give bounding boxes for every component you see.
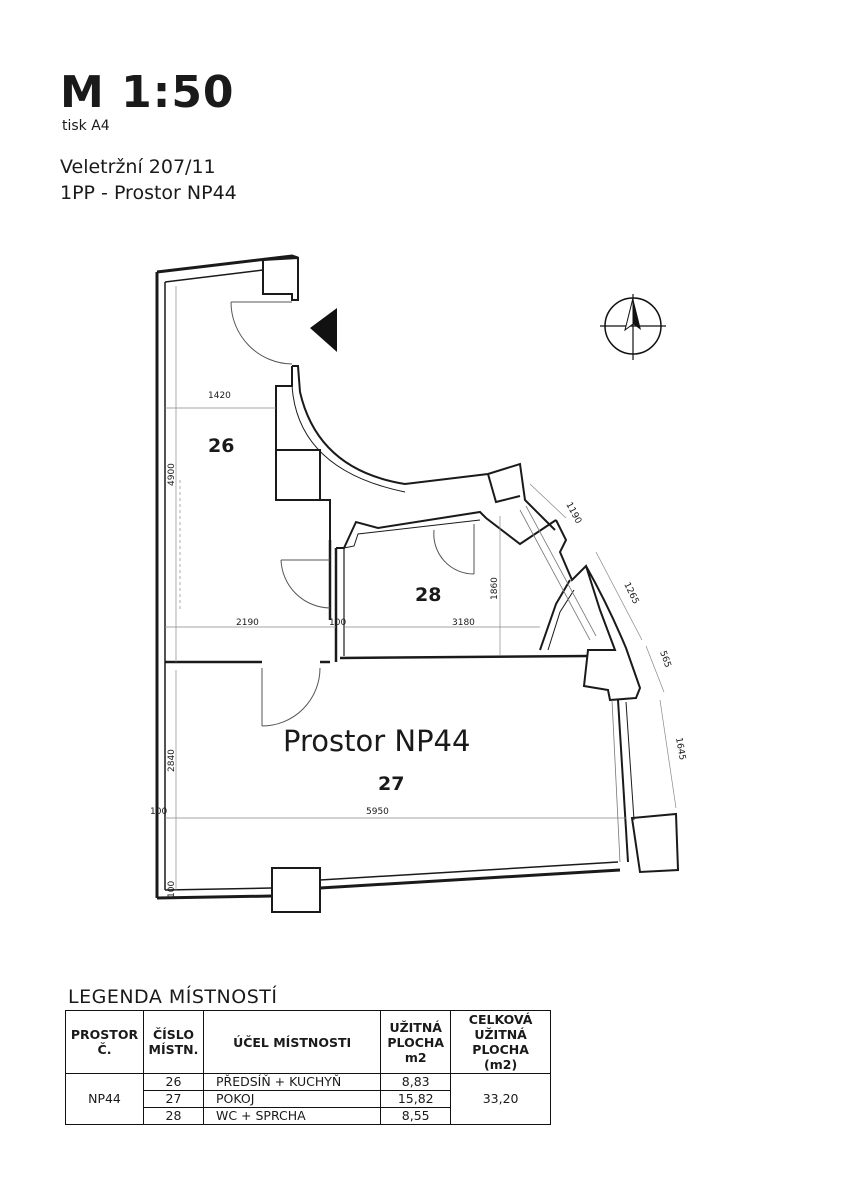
legend-title: LEGENDA MÍSTNOSTÍ <box>68 986 278 1008</box>
column-top <box>262 256 299 301</box>
header-purpose: ÚČEL MÍSTNOSTI <box>202 1010 382 1074</box>
windows <box>519 505 621 863</box>
area-cell: 15,82 <box>380 1090 452 1108</box>
dim-100-c: 100 <box>167 881 177 898</box>
room-cell: 28 <box>142 1107 204 1125</box>
dim-1860: 1860 <box>490 577 500 600</box>
area-cell: 8,55 <box>380 1107 452 1125</box>
column-bottom <box>271 867 321 913</box>
total-area-cell: 33,20 <box>450 1073 551 1125</box>
legend-table: PROSTOR Č. ČÍSLO MÍSTN. ÚČEL MÍSTNOSTI U… <box>65 1010 551 1125</box>
partition-wall <box>336 510 557 549</box>
header-room-no: ČÍSLO MÍSTN. <box>142 1010 204 1074</box>
header-space-no: PROSTOR Č. <box>65 1010 144 1074</box>
dim-100-a: 100 <box>329 618 346 628</box>
walls <box>155 254 635 900</box>
dim-1190: 1190 <box>563 501 583 526</box>
table-row: 28 WC + SPRCHA 8,55 <box>66 1107 551 1125</box>
table-row: 27 POKOJ 15,82 <box>66 1090 551 1108</box>
legend-header-row: PROSTOR Č. ČÍSLO MÍSTN. ÚČEL MÍSTNOSTI U… <box>65 1010 551 1074</box>
purpose-cell: PŘEDSÍŇ + KUCHYŇ <box>202 1073 382 1091</box>
area-cell: 8,83 <box>380 1073 452 1091</box>
dim-2840: 2840 <box>167 749 177 772</box>
room-cell: 27 <box>142 1090 204 1108</box>
dimension-labels: 1420 4900 2190 100 1860 3180 1190 1265 5… <box>150 391 687 898</box>
dim-4900: 4900 <box>167 463 177 486</box>
east-facade <box>539 519 680 874</box>
entrance-arrow-icon <box>310 308 337 352</box>
dim-565: 565 <box>657 650 672 670</box>
room-number-28: 28 <box>415 584 441 606</box>
print-format-label: tisk A4 <box>62 118 110 134</box>
room-cell: 26 <box>142 1073 204 1091</box>
dim-2190: 2190 <box>236 618 259 628</box>
dimension-lines <box>165 286 677 890</box>
dim-100-b: 100 <box>150 807 167 817</box>
dim-5950: 5950 <box>366 807 389 817</box>
address-label: Veletržní 207/11 <box>60 156 216 178</box>
header-total-area: CELKOVÁ UŽITNÁ PLOCHA (m2) <box>450 1010 551 1074</box>
room-number-27: 27 <box>378 773 404 795</box>
dim-1645: 1645 <box>673 737 687 761</box>
purpose-cell: POKOJ <box>202 1090 382 1108</box>
space-cell: NP44 <box>65 1073 144 1125</box>
dim-3180: 3180 <box>452 618 475 628</box>
floor-space-label: 1PP - Prostor NP44 <box>60 182 237 204</box>
doors <box>230 301 475 727</box>
curved-wall <box>275 365 556 531</box>
room-number-26: 26 <box>208 435 234 457</box>
space-name: Prostor NP44 <box>283 724 470 758</box>
purpose-cell: WC + SPRCHA <box>202 1107 382 1125</box>
table-row: NP44 26 PŘEDSÍŇ + KUCHYŇ 8,83 33,20 <box>65 1073 551 1125</box>
floor-plan: 1420 4900 2190 100 1860 3180 1190 1265 5… <box>150 254 687 913</box>
scale-title: M 1:50 <box>60 67 235 118</box>
north-arrow-icon <box>600 294 666 360</box>
dim-1420: 1420 <box>208 391 231 401</box>
dim-1265: 1265 <box>621 581 640 606</box>
header-usable-area: UŽITNÁ PLOCHA m2 <box>380 1010 452 1074</box>
